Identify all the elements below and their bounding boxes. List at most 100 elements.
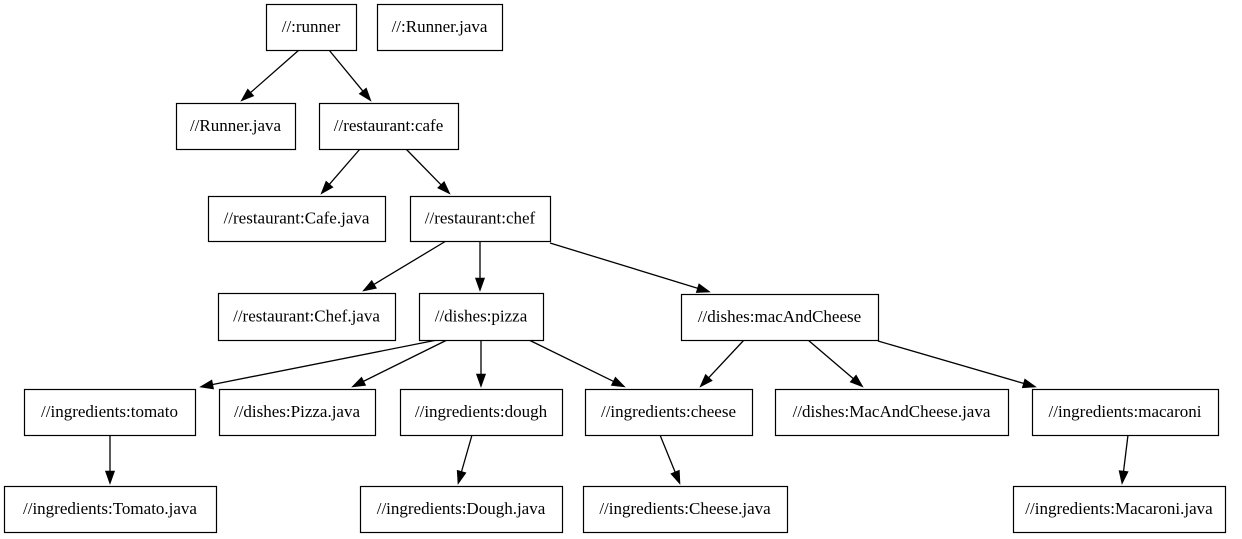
graph-node-ingredients_tomato[interactable]: //ingredients:tomato bbox=[23, 388, 197, 437]
node-label: //:Runner.java bbox=[392, 17, 488, 36]
node-box[interactable] bbox=[265, 3, 358, 52]
graph-edge bbox=[240, 49, 300, 102]
graph-edge bbox=[456, 434, 473, 485]
edge-line bbox=[659, 434, 676, 473]
node-box[interactable] bbox=[207, 195, 387, 243]
edge-line bbox=[328, 49, 364, 92]
graph-node-ingredients_macaroni_java[interactable]: //ingredients:Macaroni.java bbox=[1012, 485, 1227, 534]
graph-edge bbox=[199, 339, 438, 390]
graph-edge bbox=[362, 240, 447, 292]
arrowhead-icon bbox=[610, 376, 626, 388]
node-box[interactable] bbox=[584, 388, 754, 437]
graph-edge bbox=[405, 148, 451, 195]
graph-node-ingredients_macaroni[interactable]: //ingredients:macaroni bbox=[1031, 388, 1220, 437]
arrowhead-icon bbox=[1021, 378, 1037, 389]
edge-line bbox=[329, 148, 361, 185]
node-box[interactable] bbox=[218, 388, 377, 437]
edge-line bbox=[807, 339, 854, 380]
arrowhead-icon bbox=[699, 373, 713, 388]
graph-node-restaurant_cafe[interactable]: //restaurant:cafe bbox=[318, 102, 460, 151]
edge-line bbox=[363, 339, 448, 382]
arrowhead-icon bbox=[240, 88, 255, 102]
graph-edge bbox=[328, 49, 372, 102]
node-box[interactable] bbox=[582, 485, 789, 534]
node-box[interactable] bbox=[680, 293, 880, 342]
arrowhead-icon bbox=[362, 279, 377, 292]
node-box[interactable] bbox=[1012, 485, 1227, 534]
node-box[interactable] bbox=[217, 292, 397, 342]
node-box[interactable] bbox=[1031, 388, 1220, 437]
node-label: //dishes:Pizza.java bbox=[234, 402, 361, 421]
graph-edge bbox=[320, 148, 361, 195]
node-label: //restaurant:Chef.java bbox=[233, 306, 380, 325]
node-label: //ingredients:Cheese.java bbox=[599, 499, 771, 518]
node-box[interactable] bbox=[376, 3, 504, 52]
graph-edge bbox=[474, 241, 486, 292]
edge-line bbox=[528, 339, 614, 382]
graph-node-dishes_macandcheese[interactable]: //dishes:macAndCheese bbox=[680, 293, 880, 342]
node-box[interactable] bbox=[318, 102, 460, 151]
graph-node-ingredients_dough_java[interactable]: //ingredients:Dough.java bbox=[359, 485, 564, 534]
graph-node-ingredients_tomato_java[interactable]: //ingredients:Tomato.java bbox=[3, 485, 218, 534]
graph-node-runner[interactable]: //:runner bbox=[265, 3, 358, 52]
node-label: //ingredients:dough bbox=[415, 402, 548, 421]
node-box[interactable] bbox=[399, 388, 564, 437]
node-label: //dishes:MacAndCheese.java bbox=[793, 402, 991, 421]
node-box[interactable] bbox=[3, 485, 218, 534]
graph-edge bbox=[549, 242, 711, 293]
node-label: //restaurant:Cafe.java bbox=[224, 208, 370, 227]
edge-line bbox=[549, 242, 698, 289]
edge-line bbox=[460, 434, 473, 472]
node-label: //ingredients:Macaroni.java bbox=[1025, 499, 1213, 518]
arrowhead-icon bbox=[358, 87, 372, 102]
node-box[interactable] bbox=[409, 195, 552, 243]
graph-edge bbox=[877, 340, 1037, 389]
graph-edge bbox=[528, 339, 626, 388]
graph-edge bbox=[659, 434, 681, 485]
graph-edge bbox=[351, 339, 448, 388]
arrowhead-icon bbox=[437, 180, 451, 195]
arrowhead-icon bbox=[474, 277, 486, 292]
arrowhead-icon bbox=[695, 283, 711, 293]
graph-edge bbox=[104, 435, 116, 485]
node-box[interactable] bbox=[175, 102, 297, 151]
graph-node-dishes_macandcheese_java[interactable]: //dishes:MacAndCheese.java bbox=[774, 388, 1010, 437]
node-label: //ingredients:Tomato.java bbox=[23, 499, 197, 518]
node-label: //dishes:pizza bbox=[435, 306, 528, 325]
arrowhead-icon bbox=[1118, 470, 1129, 485]
edges-layer bbox=[104, 49, 1129, 485]
arrowhead-icon bbox=[104, 470, 116, 485]
edge-line bbox=[1122, 434, 1129, 472]
edge-line bbox=[708, 339, 745, 378]
graph-node-ingredients_dough[interactable]: //ingredients:dough bbox=[399, 388, 564, 437]
arrowhead-icon bbox=[670, 469, 681, 485]
graph-node-restaurant_chef_java[interactable]: //restaurant:Chef.java bbox=[217, 292, 397, 342]
graph-node-restaurant_cafe_java[interactable]: //restaurant:Cafe.java bbox=[207, 195, 387, 243]
graph-node-dishes_pizza[interactable]: //dishes:pizza bbox=[418, 292, 545, 342]
node-label: //Runner.java bbox=[190, 116, 282, 135]
nodes-layer: //:runner //:Runner.java //Runner.java //re… bbox=[3, 3, 1227, 534]
edge-line bbox=[877, 340, 1024, 384]
node-label: //restaurant:cafe bbox=[334, 116, 444, 135]
graph-node-restaurant_chef[interactable]: //restaurant:chef bbox=[409, 195, 552, 243]
graph-node-dishes_pizza_java[interactable]: //dishes:Pizza.java bbox=[218, 388, 377, 437]
node-box[interactable] bbox=[359, 485, 564, 534]
graph-edge bbox=[807, 339, 864, 388]
graph-edge bbox=[475, 340, 487, 388]
graph-node-runner_java[interactable]: //Runner.java bbox=[175, 102, 297, 151]
arrowhead-icon bbox=[849, 374, 864, 388]
node-label: //ingredients:tomato bbox=[41, 402, 178, 421]
node-box[interactable] bbox=[418, 292, 545, 342]
graph-node-ingredients_cheese[interactable]: //ingredients:cheese bbox=[584, 388, 754, 437]
node-box[interactable] bbox=[774, 388, 1010, 437]
node-box[interactable] bbox=[23, 388, 197, 437]
edge-line bbox=[212, 339, 438, 386]
graph-node-ingredients_cheese_java[interactable]: //ingredients:Cheese.java bbox=[582, 485, 789, 534]
edge-line bbox=[373, 240, 447, 285]
arrowhead-icon bbox=[320, 180, 334, 195]
node-label: //ingredients:macaroni bbox=[1049, 402, 1202, 421]
node-label: //dishes:macAndCheese bbox=[698, 307, 861, 326]
graph-node-root_runner_java[interactable]: //:Runner.java bbox=[376, 3, 504, 52]
